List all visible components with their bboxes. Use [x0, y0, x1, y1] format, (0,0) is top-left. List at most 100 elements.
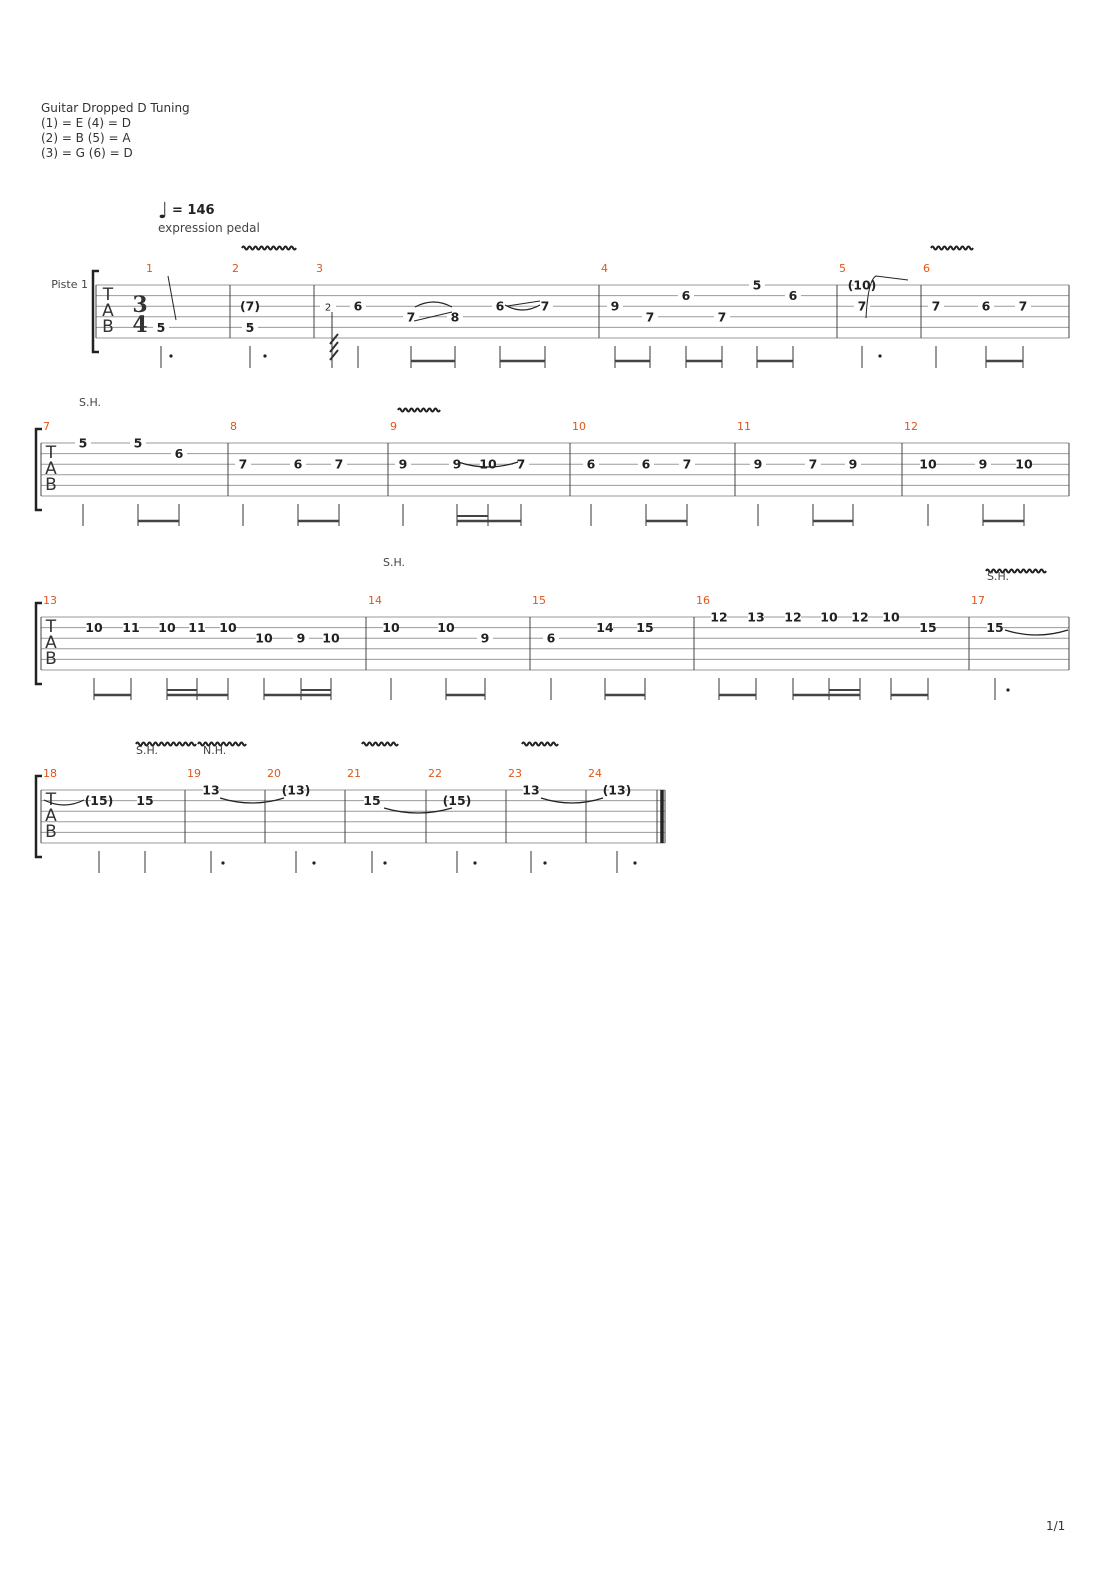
fret-number: 8 [451, 309, 460, 324]
fret-bg [256, 632, 272, 645]
fret-number: (13) [603, 783, 632, 798]
fret-bg [364, 794, 380, 807]
fret-bg [711, 611, 727, 623]
tremolo-flag [329, 341, 339, 353]
fret-number: 13 [522, 783, 539, 798]
duration-dot [473, 861, 477, 865]
tie-arc [504, 304, 541, 311]
fret-number: 5 [246, 320, 255, 335]
fret-number: 13 [747, 610, 764, 625]
measure-number: 16 [696, 594, 710, 607]
fret-bg [395, 458, 411, 471]
fret-number: 9 [399, 457, 408, 472]
fret-bg [159, 621, 175, 634]
tuning-title: Guitar Dropped D Tuning [41, 101, 190, 115]
fret-bg [242, 321, 258, 334]
fret-bg [350, 300, 366, 313]
duration-dot [263, 354, 267, 358]
fret-bg [537, 300, 553, 313]
fret-bg [679, 458, 695, 471]
measure-number: 10 [572, 420, 586, 433]
measure-number: 2 [232, 262, 239, 275]
measure-number: 24 [588, 767, 602, 780]
fret-number: 5 [79, 436, 88, 451]
tie-arc [43, 799, 85, 806]
fret-number: 9 [754, 457, 763, 472]
fret-number: 6 [682, 288, 691, 303]
fret-bg [987, 621, 1003, 634]
fret-bg [293, 632, 309, 645]
measure-number: 1 [146, 262, 153, 275]
vibrato-mark [197, 741, 247, 747]
measure-number: 20 [267, 767, 281, 780]
measure-number: 11 [737, 420, 751, 433]
fret-bg [583, 458, 599, 471]
measure-number: 8 [230, 420, 237, 433]
fret-number: 10 [437, 620, 455, 635]
fret-number: 15 [636, 620, 653, 635]
fret-number: 5 [134, 436, 143, 451]
fret-number: 15 [986, 620, 1003, 635]
tempo-marking: = 146 [172, 203, 215, 218]
tab-clef-letter: T [45, 443, 57, 463]
tuning-line: (3) = G (6) = D [41, 146, 133, 160]
fret-bg [920, 458, 936, 471]
fret-bg [220, 621, 236, 634]
fret-number: 7 [932, 299, 941, 314]
fret-bg [642, 310, 658, 323]
fret-number: (15) [443, 793, 472, 808]
fret-number: 10 [158, 620, 176, 635]
fret-number: 10 [219, 620, 237, 635]
fret-number: 10 [322, 631, 340, 646]
vibrato-mark [521, 741, 559, 747]
tab-clef-letter: B [102, 317, 114, 337]
fret-number: 7 [718, 309, 727, 324]
fret-bg [975, 458, 991, 471]
fret-number: 7 [1019, 299, 1028, 314]
fret-number: 7 [541, 299, 550, 314]
fret-number: 6 [175, 446, 184, 461]
tie-arc [219, 797, 285, 804]
slide-line [167, 275, 177, 321]
measure-number: 23 [508, 767, 522, 780]
duration-dot [169, 354, 173, 358]
fret-bg [845, 458, 861, 471]
duration-dot [312, 861, 316, 865]
artificial-harmonic-label: S.H. [987, 570, 1009, 583]
measure-number: 4 [601, 262, 608, 275]
vibrato-mark [361, 741, 399, 747]
measure-number: 19 [187, 767, 201, 780]
vibrato-mark [930, 245, 974, 251]
track-name: Piste 1 [51, 278, 88, 291]
fret-bg [920, 621, 936, 634]
duration-dot [543, 861, 547, 865]
fret-number: 10 [382, 620, 400, 635]
fret-bg [513, 458, 529, 471]
fret-number: 12 [851, 610, 868, 625]
tuning-line: (2) = B (5) = A [41, 131, 131, 145]
tab-clef-letter: T [102, 285, 114, 305]
tab-clef-letter: B [45, 822, 57, 842]
fret-bg [477, 632, 493, 645]
fret-number: 12 [710, 610, 727, 625]
fret-number: 7 [646, 309, 655, 324]
fret-number: 14 [596, 620, 614, 635]
slide-line [506, 300, 541, 307]
fret-bg [492, 300, 508, 313]
fret-bg [607, 300, 623, 313]
fret-bg [805, 458, 821, 471]
fret-bg [242, 300, 258, 313]
slide-line [413, 311, 453, 322]
fret-number: (7) [240, 299, 260, 314]
fret-number: 7 [517, 457, 526, 472]
fret-bg [785, 611, 801, 623]
tie-arc [457, 461, 519, 468]
fret-bg [883, 611, 899, 623]
fret-bg [748, 611, 764, 623]
fret-bg [749, 279, 765, 291]
fret-number: 13 [202, 783, 219, 798]
duration-dot [1006, 688, 1010, 692]
duration-dot [383, 861, 387, 865]
fret-number: 12 [784, 610, 801, 625]
